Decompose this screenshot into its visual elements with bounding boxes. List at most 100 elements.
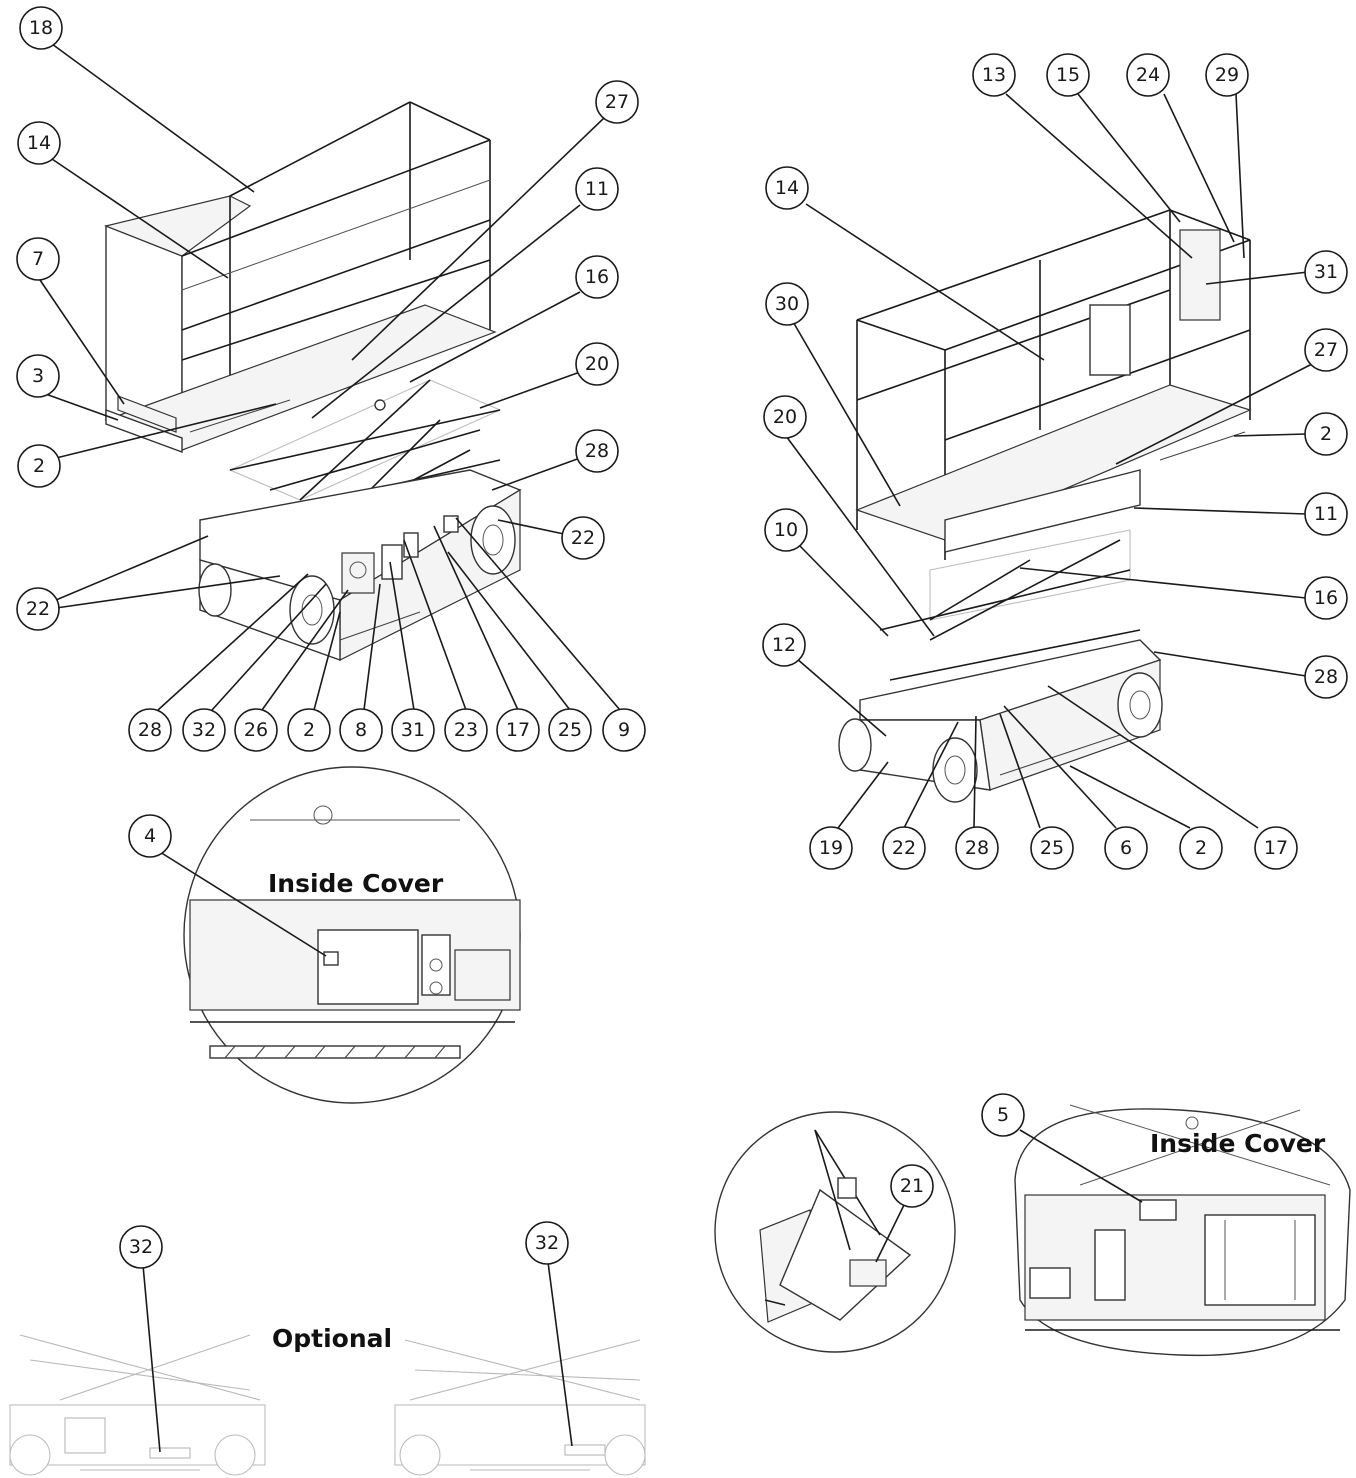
callout: 26 [234, 708, 278, 752]
callout: 3 [16, 354, 60, 398]
callout-number: 19 [819, 837, 843, 859]
callout-number: 32 [535, 1232, 559, 1254]
lift-view-left [104, 101, 522, 661]
callout-number: 16 [1314, 587, 1338, 609]
callout: 16 [1304, 576, 1348, 620]
callout-number: 32 [192, 719, 216, 741]
callout-number: 28 [1314, 666, 1338, 688]
callout: 30 [765, 282, 809, 326]
detail-inside-cover-right [1014, 1104, 1351, 1357]
callout-number: 25 [558, 719, 582, 741]
callout: 14 [17, 121, 61, 165]
callout: 25 [1030, 826, 1074, 870]
callout-number: 14 [775, 177, 799, 199]
callout: 14 [765, 166, 809, 210]
callout: 17 [1254, 826, 1298, 870]
callout: 2 [1304, 412, 1348, 456]
callout: 16 [575, 255, 619, 299]
callout: 22 [16, 587, 60, 631]
callout-number: 28 [965, 837, 989, 859]
callout-number: 29 [1215, 64, 1239, 86]
detail-joystick [714, 1111, 956, 1353]
callout: 25 [548, 708, 592, 752]
caption-optional: Optional [272, 1324, 392, 1353]
leader-lines [39, 43, 1313, 1453]
callout-number: 8 [355, 719, 367, 741]
callout-number: 5 [997, 1104, 1009, 1126]
callout: 5 [981, 1093, 1025, 1137]
callout-number: 7 [32, 248, 44, 270]
callout-number: 25 [1040, 837, 1064, 859]
callout: 27 [1304, 328, 1348, 372]
callout: 28 [575, 429, 619, 473]
callout: 27 [595, 80, 639, 124]
callout: 28 [128, 708, 172, 752]
callout: 22 [882, 826, 926, 870]
callout: 15 [1046, 53, 1090, 97]
callout-number: 17 [1264, 837, 1288, 859]
callout-number: 9 [618, 719, 630, 741]
callout: 2 [287, 708, 331, 752]
callout: 2 [1179, 826, 1223, 870]
callout-number: 24 [1136, 64, 1160, 86]
callout-number: 30 [775, 293, 799, 315]
callout-number: 12 [772, 634, 796, 656]
callout: 31 [391, 708, 435, 752]
callout-number: 21 [900, 1175, 924, 1197]
callout: 18 [19, 6, 63, 50]
callout-number: 28 [585, 440, 609, 462]
callout-number: 14 [27, 132, 51, 154]
lift-view-right [838, 209, 1252, 803]
callout: 9 [602, 708, 646, 752]
callout-number: 13 [982, 64, 1006, 86]
callout-number: 20 [585, 353, 609, 375]
callout: 21 [890, 1164, 934, 1208]
callout-number: 31 [401, 719, 425, 741]
callout: 10 [764, 508, 808, 552]
callout: 31 [1304, 250, 1348, 294]
caption-inside-cover-left: Inside Cover [268, 869, 444, 898]
callout: 22 [561, 516, 605, 560]
callout: 24 [1126, 53, 1170, 97]
callout-number: 28 [138, 719, 162, 741]
callout: 32 [525, 1221, 569, 1265]
callout: 32 [119, 1225, 163, 1269]
callout: 28 [1304, 655, 1348, 699]
callout-number: 27 [1314, 339, 1338, 361]
callout: 19 [809, 826, 853, 870]
callout: 20 [575, 342, 619, 386]
callout: 12 [762, 623, 806, 667]
callout-number: 15 [1056, 64, 1080, 86]
callout: 29 [1205, 53, 1249, 97]
callout-number: 27 [605, 91, 629, 113]
callout-number: 2 [33, 455, 45, 477]
callout-number: 11 [585, 178, 609, 200]
callout: 17 [496, 708, 540, 752]
callout: 6 [1104, 826, 1148, 870]
callout: 13 [972, 53, 1016, 97]
callout: 11 [575, 167, 619, 211]
callout: 32 [182, 708, 226, 752]
callout: 4 [128, 814, 172, 858]
detail-inside-cover-left [183, 766, 521, 1104]
callout: 20 [763, 395, 807, 439]
callout: 11 [1304, 492, 1348, 536]
callout-number: 22 [571, 527, 595, 549]
callout: 23 [444, 708, 488, 752]
callout-number: 23 [454, 719, 478, 741]
callout-number: 32 [129, 1236, 153, 1258]
callout-number: 2 [303, 719, 315, 741]
callout: 8 [339, 708, 383, 752]
optional-view-left [9, 1334, 266, 1476]
callout-number: 22 [892, 837, 916, 859]
callout-number: 31 [1314, 261, 1338, 283]
callout-number: 26 [244, 719, 268, 741]
callout-number: 3 [32, 365, 44, 387]
callout-number: 2 [1195, 837, 1207, 859]
callout: 28 [955, 826, 999, 870]
callout-number: 11 [1314, 503, 1338, 525]
callout-number: 18 [29, 17, 53, 39]
callout: 7 [16, 237, 60, 281]
optional-view-right [394, 1339, 646, 1476]
